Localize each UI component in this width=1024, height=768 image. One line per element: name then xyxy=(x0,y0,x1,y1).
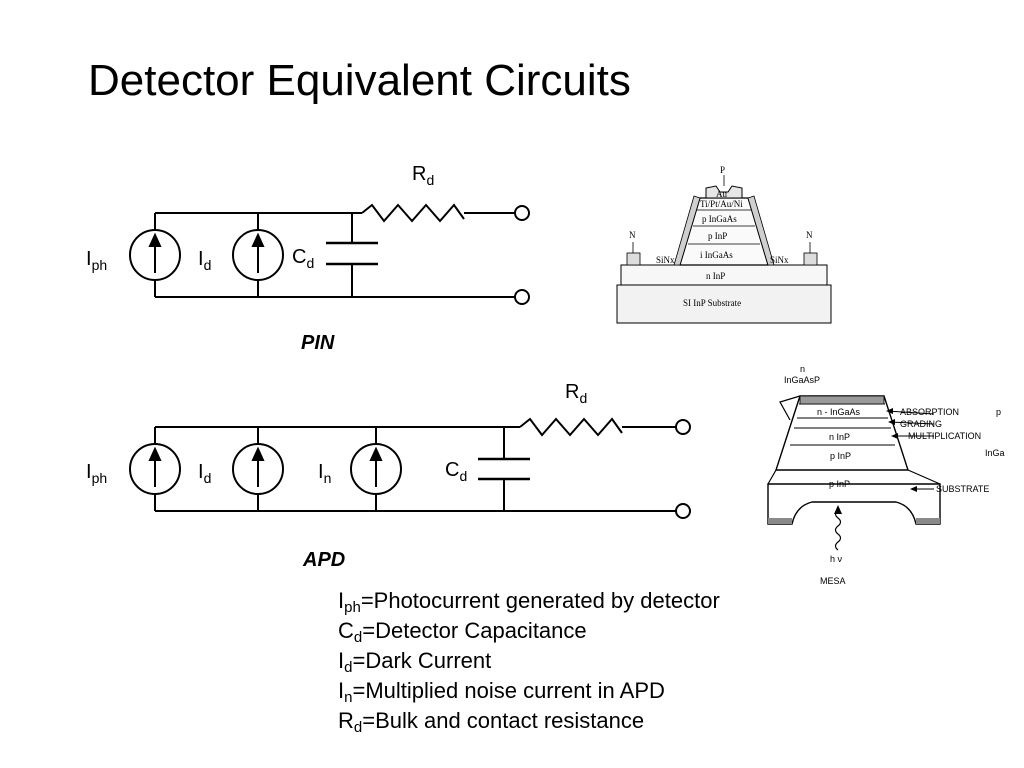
apd-annotation-multiplication: MULTIPLICATION xyxy=(908,431,981,441)
legend-item-id: Id=Dark Current xyxy=(338,648,492,676)
legend-item-in: In=Multiplied noise current in APD xyxy=(338,678,665,706)
pin-au-contact xyxy=(705,185,743,199)
pin-structure: P Au Ti/Pt/Au/Ni p InGaAs p InP i InGaAs… xyxy=(616,165,832,324)
pin-capacitor xyxy=(326,241,378,266)
pin-mesa-sidewall xyxy=(673,195,701,266)
pin-circuit xyxy=(154,203,516,298)
symbol-legend: Iph=Photocurrent generated by detector C… xyxy=(338,586,720,736)
slide-title: Detector Equivalent Circuits xyxy=(88,56,631,105)
legend-item-rd: Rd=Bulk and contact resistance xyxy=(338,708,645,736)
apd-foot-right xyxy=(916,518,940,524)
apd-annotation-absorption: ABSORPTION xyxy=(900,407,959,417)
pin-layer-p-contact: P xyxy=(720,165,725,175)
apd-annotation-substrate: SUBSTRATE xyxy=(936,484,989,494)
apd-layer-n-inp: n InP xyxy=(829,432,850,442)
apd-resistor xyxy=(519,417,623,437)
pin-label-rd: Rd xyxy=(412,163,434,188)
apd-foot-left xyxy=(768,518,792,524)
apd-edge-text-p: p xyxy=(996,407,1001,417)
pin-layer-au: Au xyxy=(716,189,727,199)
apd-arrow-shaft-2 xyxy=(889,421,935,425)
apd-structure: n InGaAsP n - InGaAs n InP p InP p InP A… xyxy=(767,364,1005,586)
apd-layer-n-ingaas: n - InGaAs xyxy=(817,407,861,417)
pin-terminal-bottom xyxy=(514,289,530,305)
pin-contact-right xyxy=(803,252,818,266)
apd-terminal-top xyxy=(675,419,691,435)
legend-item-iph: Iph=Photocurrent generated by detector xyxy=(338,588,720,616)
pin-source-iph xyxy=(129,229,181,281)
pin-label-id: Id xyxy=(198,248,211,273)
pin-label-iph: Iph xyxy=(86,248,107,273)
pin-layer-tiptauni: Ti/Pt/Au/Ni xyxy=(700,199,743,209)
apd-source-id xyxy=(232,443,284,495)
pin-sinx-right: SiNx xyxy=(770,255,789,265)
pin-layer-n-inp: n InP xyxy=(706,271,725,281)
apd-layer-p-inp: p InP xyxy=(830,451,851,461)
apd-terminal-bottom xyxy=(675,503,691,519)
apd-top-label-n: n xyxy=(800,364,805,374)
pin-layer-i-ingaas: i InGaAs xyxy=(700,250,733,260)
apd-top-label-ingaasp: InGaAsP xyxy=(784,375,820,385)
pin-layer-p-inp: p InP xyxy=(708,231,727,241)
apd-mesa-body xyxy=(767,483,941,525)
apd-label-id: Id xyxy=(198,461,211,486)
apd-arrowhead-1 xyxy=(886,408,893,414)
apd-structure-caption: MESA xyxy=(820,576,846,586)
pin-contact-left xyxy=(626,252,641,266)
apd-arrowhead-4 xyxy=(910,486,917,492)
pin-caption: PIN xyxy=(301,332,335,354)
apd-label-in: In xyxy=(318,461,331,486)
pin-terminal-top xyxy=(514,205,530,221)
pin-mesa-sidewall-right xyxy=(747,195,775,266)
pin-contact-label-left: N xyxy=(629,230,636,240)
apd-mesa-side-right xyxy=(907,469,941,485)
apd-source-iph xyxy=(129,443,181,495)
apd-left-bracket xyxy=(779,395,801,421)
apd-arrow-shaft-1 xyxy=(887,410,935,415)
pin-resistor xyxy=(361,203,465,223)
pin-layer-substrate: SI InP Substrate xyxy=(683,298,741,308)
apd-source-in xyxy=(350,443,402,495)
apd-arrowhead-3 xyxy=(891,433,898,439)
apd-light-wave xyxy=(834,509,842,551)
apd-light-arrowhead xyxy=(834,505,842,514)
pin-sinx-left: SiNx xyxy=(656,255,675,265)
pin-contact-label-right: N xyxy=(806,230,813,240)
legend-item-cd: Cd=Detector Capacitance xyxy=(338,618,587,646)
apd-arrowhead-2 xyxy=(888,419,895,425)
apd-light-label: h ν xyxy=(830,554,843,564)
pin-source-id xyxy=(232,229,284,281)
apd-label-iph: Iph xyxy=(86,461,107,486)
pin-layer-p-ingaas: p InGaAs xyxy=(702,214,737,224)
apd-top-contact xyxy=(799,395,885,405)
apd-mesa-side-left xyxy=(767,469,777,485)
apd-label-cd: Cd xyxy=(445,459,467,484)
apd-edge-text-ingaas: InGa xyxy=(985,448,1005,458)
apd-annotation-grading: GRADING xyxy=(900,419,942,429)
apd-capacitor xyxy=(478,457,530,481)
pin-substrate-layer xyxy=(616,284,832,324)
apd-label-rd: Rd xyxy=(565,381,587,406)
pin-label-cd: Cd xyxy=(292,246,314,271)
apd-caption: APD xyxy=(302,549,345,571)
apd-layer-p-inp-substrate: p InP xyxy=(829,479,850,489)
